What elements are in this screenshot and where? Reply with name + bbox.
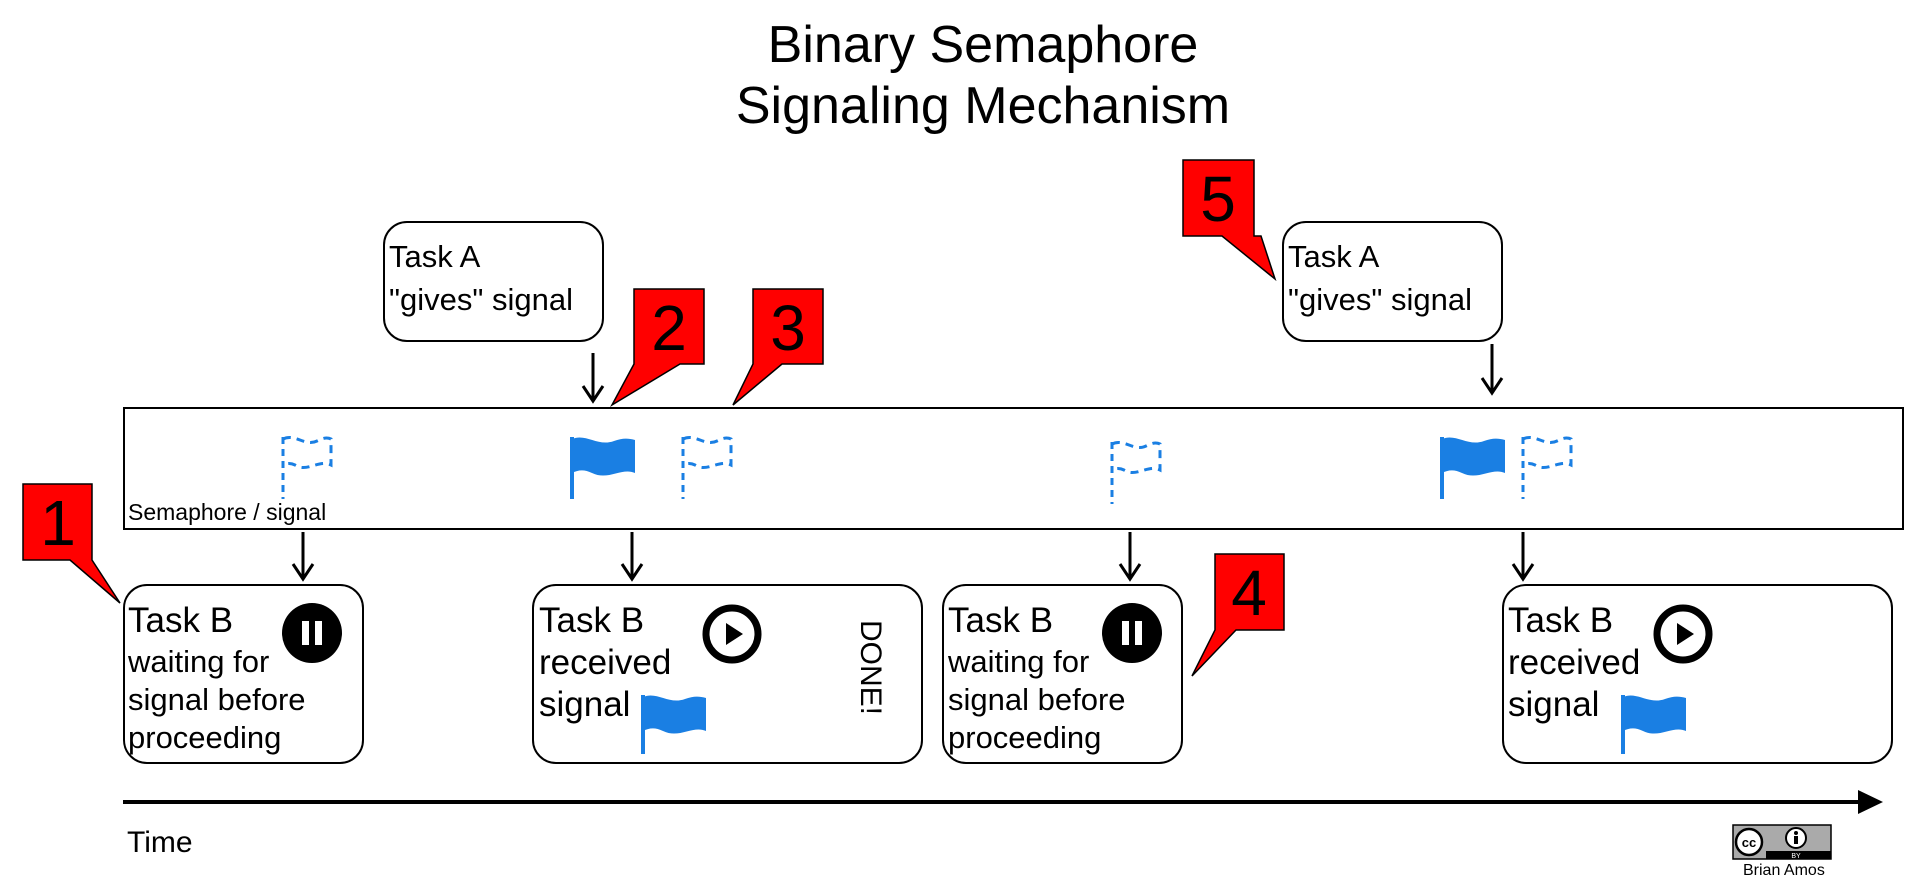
task-a-box-1 [383, 221, 604, 342]
callout-5-number: 5 [1200, 163, 1236, 235]
flag-empty-icon [1521, 436, 1573, 499]
arrow-to-task-b-3 [1118, 532, 1142, 582]
play-icon [702, 604, 762, 664]
flag-full-icon [1621, 695, 1686, 754]
task-b-box-4-line-3: signal [1508, 685, 1600, 724]
task-a-box-2-line-2: "gives" signal [1288, 282, 1472, 317]
time-axis-label: Time [127, 826, 193, 859]
task-a-box-2-line-1: Task A [1288, 239, 1380, 274]
task-b-box-2-line-2: received [539, 643, 672, 682]
arrow-to-task-b-1 [291, 532, 315, 582]
task-a-box-1-line-1: Task A [389, 239, 481, 274]
play-icon [1653, 604, 1713, 664]
callout-2-number: 2 [651, 292, 687, 364]
task-b-box-1-line-1: Task B [128, 601, 234, 640]
callout-2 [610, 288, 705, 408]
task-b-box-3-line-3: signal before [948, 682, 1126, 717]
flag-full-icon [641, 695, 706, 754]
semaphore-label: Semaphore / signal [128, 499, 327, 525]
pause-icon [1102, 603, 1162, 663]
callout-4-number: 4 [1231, 557, 1267, 629]
arrow-task-a-1 [581, 353, 605, 404]
callout-1 [22, 483, 121, 604]
pause-icon [282, 603, 342, 663]
callout-3-number: 3 [770, 292, 806, 364]
task-b-box-3-line-4: proceeding [948, 720, 1102, 755]
author-credit: Brian Amos [1743, 862, 1825, 879]
task-b-box-4-line-2: received [1508, 643, 1641, 682]
task-b-box-1-line-3: signal before [128, 682, 306, 717]
title-line-1: Binary Semaphore [767, 16, 1199, 74]
cc-by-icon: cc BY [1732, 824, 1832, 860]
task-b-box-2-line-3: signal [539, 685, 631, 724]
task-a-box-1-line-2: "gives" signal [389, 282, 573, 317]
flag-empty-icon [681, 436, 733, 499]
flag-empty-icon [1110, 441, 1162, 504]
semaphore-bar [123, 407, 1904, 530]
task-a-box-2 [1282, 221, 1503, 342]
task-b-box-4-line-1: Task B [1508, 601, 1614, 640]
arrow-task-a-2 [1480, 344, 1504, 396]
cc-by-text: BY [1791, 853, 1801, 860]
task-b-box-3-line-2: waiting for [948, 644, 1090, 679]
arrow-to-task-b-4 [1511, 532, 1535, 582]
flag-empty-icon [281, 436, 333, 499]
time-axis-arrow [123, 790, 1883, 814]
title-line-2: Signaling Mechanism [735, 77, 1231, 135]
task-b-box-3-line-1: Task B [948, 601, 1054, 640]
callout-5 [1182, 159, 1277, 282]
svg-text:cc: cc [1742, 835, 1756, 850]
task-b-box-1-line-4: proceeding [128, 720, 282, 755]
arrow-to-task-b-2 [620, 532, 644, 582]
task-b-box-1-line-2: waiting for [128, 644, 270, 679]
callout-1-number: 1 [40, 487, 76, 559]
flag-full-icon [1440, 437, 1505, 499]
task-b-box-2-line-1: Task B [539, 601, 645, 640]
callout-4 [1191, 553, 1285, 677]
callout-3 [732, 288, 824, 406]
flag-full-icon [570, 437, 635, 499]
